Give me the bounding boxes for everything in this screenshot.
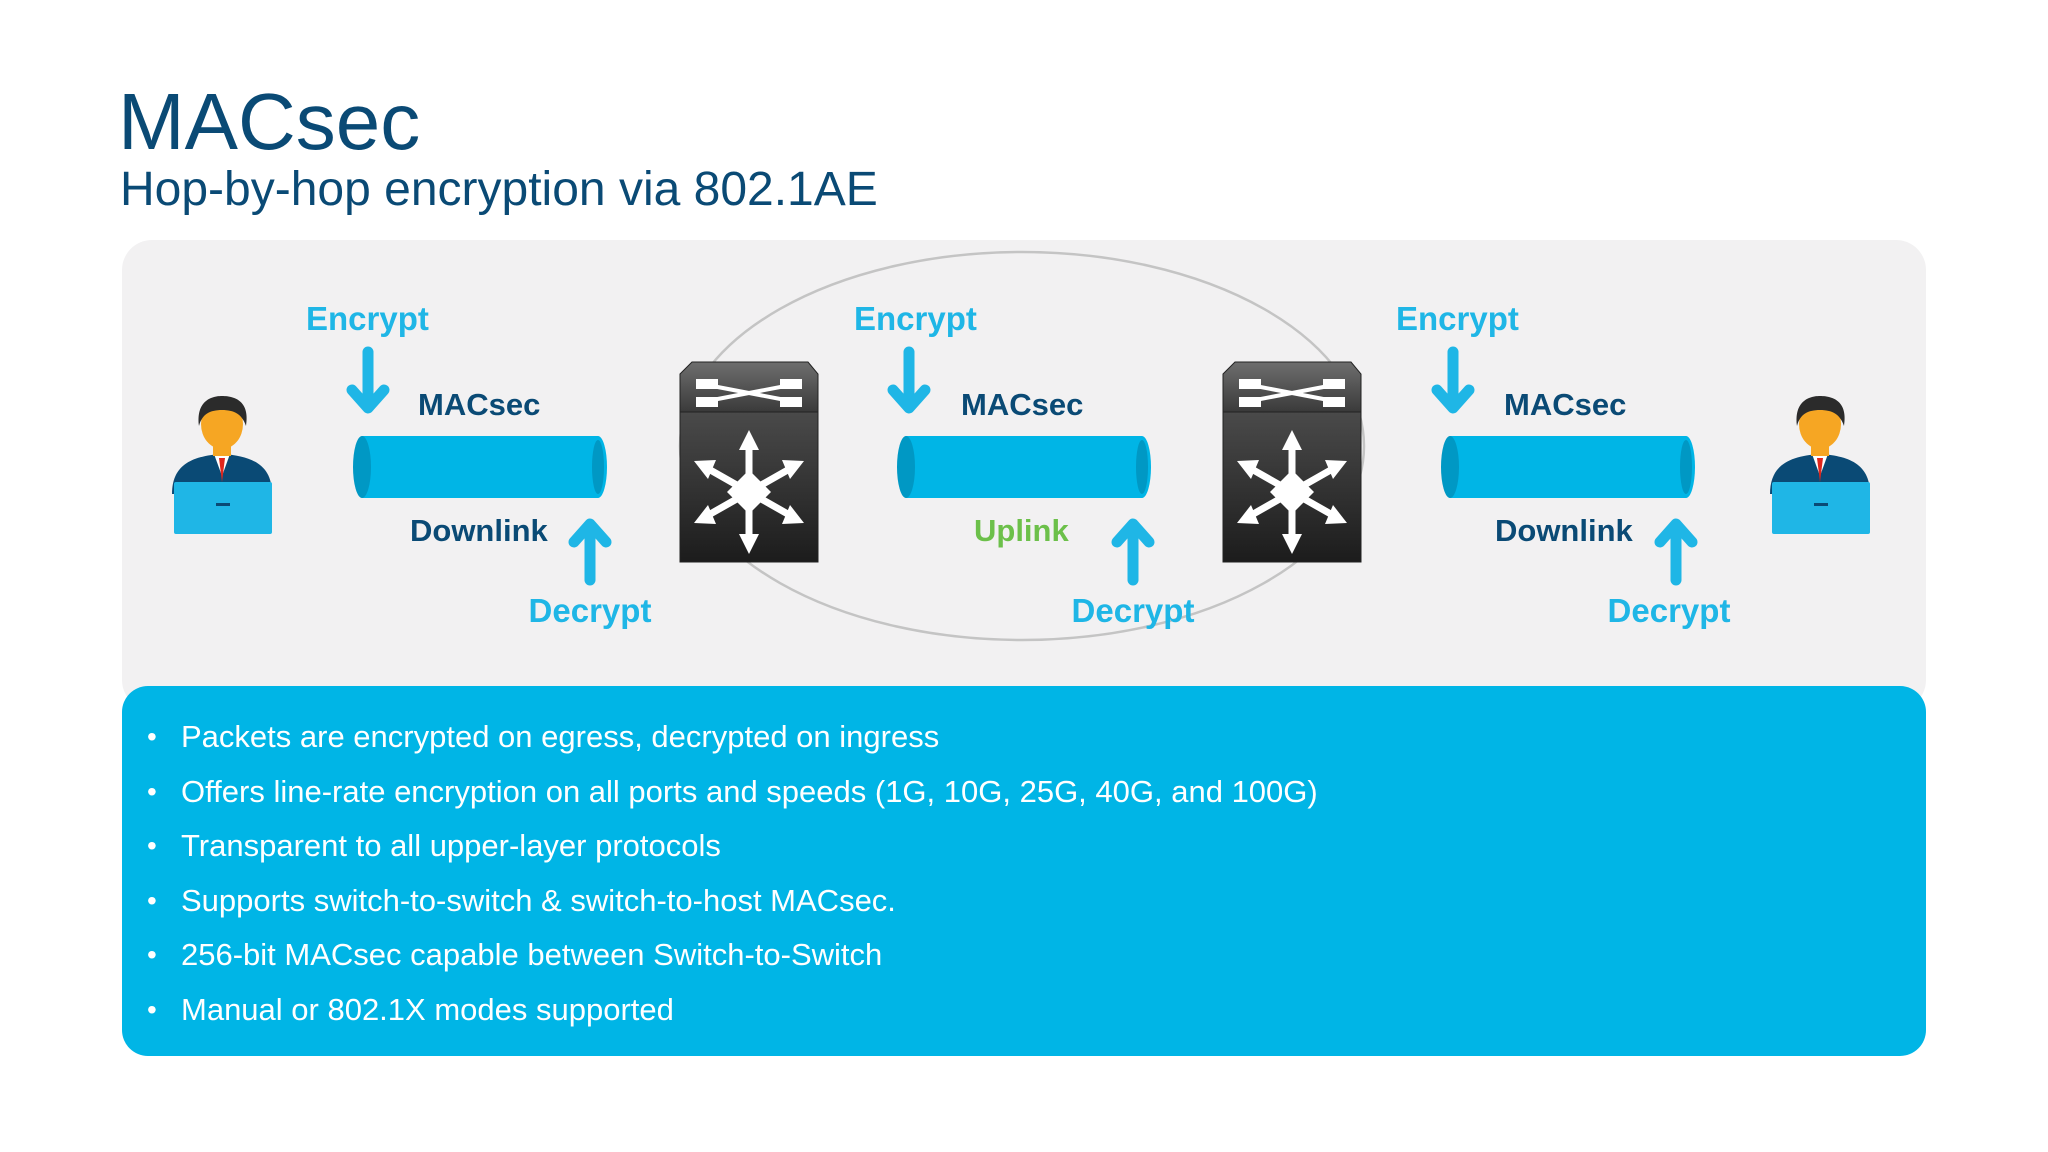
- bullet-item: Offers line-rate encryption on all ports…: [122, 765, 1926, 820]
- decrypt-arrow-icon: [1117, 524, 1149, 580]
- decrypt-label: Decrypt: [1071, 592, 1195, 629]
- network-switch-icon: [1223, 362, 1361, 562]
- decrypt-arrow-icon: [1660, 524, 1692, 580]
- macsec-label: MACsec: [961, 387, 1084, 422]
- encrypt-arrow-icon: [352, 352, 384, 408]
- macsec-tunnel: [1441, 436, 1695, 498]
- bullet-item: Transparent to all upper-layer protocols: [122, 819, 1926, 874]
- downlink-label: Downlink: [1495, 513, 1633, 548]
- slide-title: MACsec: [118, 77, 421, 166]
- bullet-item: 256-bit MACsec capable between Switch-to…: [122, 928, 1926, 983]
- bullet-panel: Packets are encrypted on egress, decrypt…: [122, 686, 1926, 1056]
- bullet-item: Supports switch-to-switch & switch-to-ho…: [122, 874, 1926, 929]
- encrypt-label: Encrypt: [854, 300, 977, 337]
- uplink-label: Uplink: [974, 513, 1069, 548]
- encrypt-label: Encrypt: [306, 300, 429, 337]
- encrypt-arrow-icon: [1437, 352, 1469, 408]
- user-laptop-icon: [172, 396, 272, 534]
- bullet-item: Manual or 802.1X modes supported: [122, 983, 1926, 1038]
- decrypt-arrow-icon: [574, 524, 606, 580]
- macsec-label: MACsec: [418, 387, 541, 422]
- network-switch-icon: [680, 362, 818, 562]
- macsec-tunnel: [353, 436, 607, 498]
- slide-subtitle: Hop-by-hop encryption via 802.1AE: [120, 163, 878, 216]
- macsec-tunnel: [897, 436, 1151, 498]
- encrypt-label: Encrypt: [1396, 300, 1519, 337]
- macsec-label: MACsec: [1504, 387, 1627, 422]
- encrypt-arrow-icon: [893, 352, 925, 408]
- bullet-item: Packets are encrypted on egress, decrypt…: [122, 710, 1926, 765]
- bullet-list: Packets are encrypted on egress, decrypt…: [122, 686, 1926, 1038]
- downlink-label: Downlink: [410, 513, 548, 548]
- decrypt-label: Decrypt: [1607, 592, 1731, 629]
- user-laptop-icon: [1770, 396, 1870, 534]
- decrypt-label: Decrypt: [528, 592, 652, 629]
